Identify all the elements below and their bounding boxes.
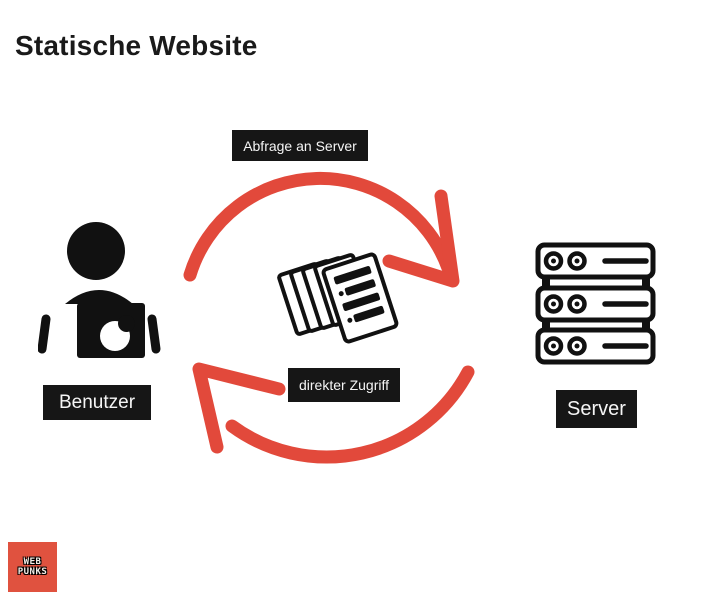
user-right-arm — [147, 314, 161, 354]
page-title: Statische Website — [15, 30, 258, 61]
server-unit-3 — [535, 327, 656, 365]
webpunks-logo-line1: WEB — [23, 556, 42, 567]
user-head — [67, 222, 125, 280]
server-unit-2 — [535, 285, 656, 323]
front-document — [321, 252, 399, 344]
label-abfrage-an-server: Abfrage an Server — [232, 130, 368, 161]
webpunks-logo-line2: PUNKS — [17, 567, 48, 577]
laptop-logo-bite — [118, 315, 135, 332]
label-direkter-zugriff: direkter Zugriff — [288, 368, 400, 402]
label-benutzer: Benutzer — [43, 385, 151, 420]
label-server: Server — [556, 390, 637, 428]
user-shoulders — [65, 290, 133, 304]
server-rack-icon — [535, 242, 656, 365]
server-unit-1 — [535, 242, 656, 280]
user-left-arm — [38, 314, 51, 354]
user-at-laptop-icon — [38, 222, 161, 358]
document-stack-icon — [277, 252, 399, 344]
webpunks-logo: WEB PUNKS — [8, 542, 57, 592]
